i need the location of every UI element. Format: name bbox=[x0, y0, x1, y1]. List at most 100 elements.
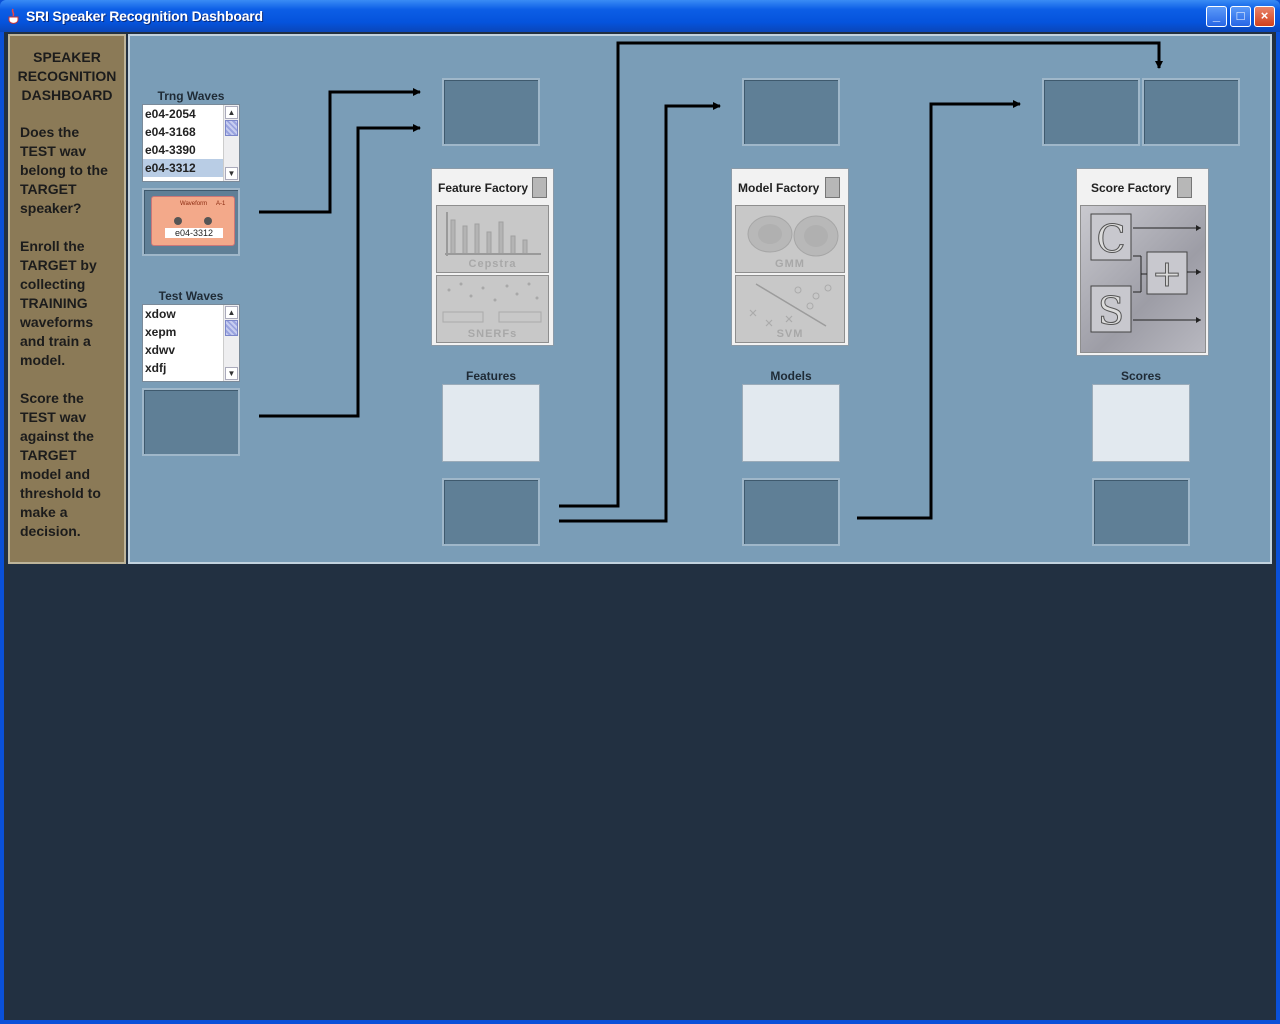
cassette-label: e04-3312 bbox=[165, 228, 223, 238]
list-item[interactable]: e04-3168 bbox=[145, 125, 196, 139]
feature-factory-toggle[interactable] bbox=[532, 177, 547, 198]
training-wave-slot[interactable]: Waveform A-1 e04-3312 bbox=[142, 188, 240, 256]
s-letter: S bbox=[1098, 289, 1124, 333]
cassette-tape-icon[interactable]: Waveform A-1 e04-3312 bbox=[151, 196, 235, 246]
cassette-side: A-1 bbox=[216, 201, 226, 207]
text-line: TRAINING bbox=[20, 295, 88, 311]
gmm-tile[interactable]: GMM bbox=[735, 205, 845, 273]
maximize-icon: □ bbox=[1236, 8, 1245, 23]
models-label: Models bbox=[770, 369, 812, 383]
models-result-slot[interactable] bbox=[742, 478, 840, 546]
text-line: against the bbox=[20, 428, 94, 444]
java-cup-icon bbox=[8, 8, 19, 24]
heading-line: DASHBOARD bbox=[21, 87, 113, 103]
gaussian-blobs-icon bbox=[747, 215, 839, 257]
score-paragraph: Score the TEST wav against the TARGET mo… bbox=[20, 389, 124, 541]
window-frame-bottom bbox=[0, 1020, 1280, 1024]
text-line: model. bbox=[20, 352, 66, 368]
list-item[interactable]: xepm bbox=[145, 325, 177, 339]
models-output-box[interactable] bbox=[742, 384, 840, 462]
list-item[interactable]: xdwv bbox=[145, 343, 176, 357]
training-waves-list[interactable]: e04-2054 e04-3168 e04-3390 e04-3312 ▲ ▼ bbox=[142, 104, 240, 182]
text-line: model and bbox=[20, 466, 91, 482]
test-waves-label: Test Waves bbox=[158, 289, 224, 303]
close-button[interactable]: × bbox=[1254, 6, 1275, 27]
score-factory-title: Score Factory bbox=[1091, 181, 1172, 195]
workflow-panel: Trng Waves e04-2054 e04-3168 e04-3390 e0… bbox=[128, 34, 1272, 564]
scroll-thumb[interactable] bbox=[225, 320, 238, 336]
scroll-down-icon[interactable]: ▼ bbox=[225, 367, 238, 380]
text-line: Does the bbox=[20, 124, 80, 140]
model-input-slot[interactable] bbox=[742, 78, 840, 146]
text-line: TARGET bbox=[20, 447, 77, 463]
text-line: and train a bbox=[20, 333, 91, 349]
question-paragraph: Does the TEST wav belong to the TARGET s… bbox=[20, 123, 124, 218]
scatter-dots-icon bbox=[442, 282, 542, 323]
window-frame-left bbox=[0, 32, 4, 1024]
text-line: TEST wav bbox=[20, 143, 87, 159]
minimize-button[interactable]: _ bbox=[1206, 6, 1227, 27]
dashboard-heading: SPEAKER RECOGNITION DASHBOARD bbox=[10, 48, 124, 105]
text-line: make a bbox=[20, 504, 68, 520]
features-output-box[interactable] bbox=[442, 384, 540, 462]
enroll-paragraph: Enroll the TARGET by collecting TRAINING… bbox=[20, 237, 124, 370]
scroll-up-icon[interactable]: ▲ bbox=[225, 306, 238, 319]
reel-icon bbox=[174, 217, 182, 225]
score-fusion-diagram-icon: C + S bbox=[1090, 213, 1201, 334]
feature-factory: Feature Factory Cepstra bbox=[431, 168, 554, 346]
test-wave-slot[interactable] bbox=[142, 388, 240, 456]
scores-result-slot[interactable] bbox=[1092, 478, 1190, 546]
text-line: Score the bbox=[20, 390, 84, 406]
snerfs-label: SNERFs bbox=[467, 328, 518, 340]
score-fusion-tile[interactable]: C + S bbox=[1080, 205, 1206, 353]
title-bar[interactable]: SRI Speaker Recognition Dashboard _ □ × bbox=[0, 0, 1280, 32]
model-factory-toggle[interactable] bbox=[825, 177, 840, 198]
scroll-up-icon[interactable]: ▲ bbox=[225, 106, 238, 119]
cepstra-tile[interactable]: Cepstra bbox=[436, 205, 549, 273]
test-list-scrollbar[interactable]: ▲ ▼ bbox=[223, 305, 239, 381]
minimize-icon: _ bbox=[1212, 8, 1221, 23]
window-title: SRI Speaker Recognition Dashboard bbox=[26, 8, 263, 24]
arrow-features-to-scores bbox=[559, 41, 1163, 508]
instructions-panel: SPEAKER RECOGNITION DASHBOARD Does the T… bbox=[8, 34, 126, 564]
c-letter: C bbox=[1096, 217, 1125, 261]
window-frame-right bbox=[1276, 32, 1280, 1024]
console-area bbox=[4, 566, 1276, 1020]
feature-input-slot[interactable] bbox=[442, 78, 540, 146]
svm-tile[interactable]: SVM bbox=[735, 275, 845, 343]
text-line: decision. bbox=[20, 523, 81, 539]
features-result-slot[interactable] bbox=[442, 478, 540, 546]
text-line: belong to the bbox=[20, 162, 108, 178]
score-factory-toggle[interactable] bbox=[1177, 177, 1192, 198]
heading-line: SPEAKER bbox=[33, 49, 101, 65]
svm-separator-icon bbox=[749, 283, 832, 327]
plus-letter: + bbox=[1152, 254, 1182, 295]
heading-line: RECOGNITION bbox=[17, 68, 117, 84]
test-waves-list[interactable]: xdow xepm xdwv xdfj ▲ ▼ bbox=[142, 304, 240, 382]
text-line: TEST wav bbox=[20, 409, 87, 425]
scores-label: Scores bbox=[1120, 369, 1162, 383]
training-list-scrollbar[interactable]: ▲ ▼ bbox=[223, 105, 239, 181]
list-item-selected[interactable]: e04-3312 bbox=[143, 159, 239, 177]
arrow-models-to-scores bbox=[857, 100, 1021, 520]
scroll-down-icon[interactable]: ▼ bbox=[225, 167, 238, 180]
feature-factory-title: Feature Factory bbox=[438, 181, 529, 195]
text-line: TARGET by bbox=[20, 257, 97, 273]
score-input-slot-target[interactable] bbox=[1042, 78, 1140, 146]
flow-arrows bbox=[259, 41, 1163, 523]
scores-output-box[interactable] bbox=[1092, 384, 1190, 462]
list-item[interactable]: xdow bbox=[145, 307, 176, 321]
list-item[interactable]: e04-2054 bbox=[145, 107, 196, 121]
reel-icon bbox=[204, 217, 212, 225]
list-item[interactable]: xdfj bbox=[145, 361, 167, 375]
arrow-train-to-features bbox=[259, 88, 421, 214]
list-item[interactable]: e04-3390 bbox=[145, 143, 196, 157]
scroll-thumb[interactable] bbox=[225, 120, 238, 136]
text-line: TARGET bbox=[20, 181, 77, 197]
svm-label: SVM bbox=[776, 328, 804, 340]
text-line: threshold to bbox=[20, 485, 101, 501]
snerfs-tile[interactable]: SNERFs bbox=[436, 275, 549, 343]
score-input-slot-test[interactable] bbox=[1142, 78, 1240, 146]
maximize-button[interactable]: □ bbox=[1230, 6, 1251, 27]
